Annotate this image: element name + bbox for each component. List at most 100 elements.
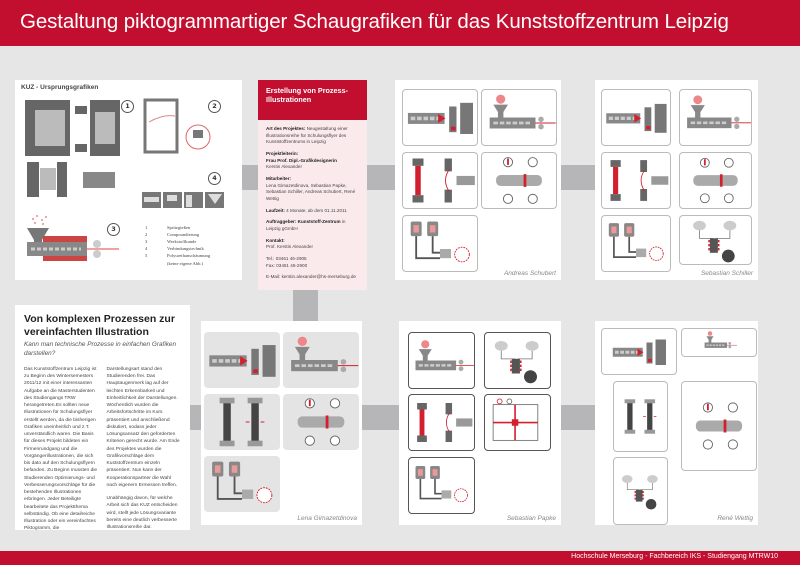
process-illustration (415, 340, 474, 372)
badge-1: 1 (121, 100, 134, 113)
author-signature: René Wettig (717, 515, 753, 522)
illustration-tile (204, 394, 280, 450)
process-illustration (492, 398, 539, 441)
process-illustration (415, 466, 468, 503)
process-illustration (612, 339, 666, 365)
process-illustration (695, 402, 743, 450)
badge-2: 2 (208, 100, 221, 113)
connector (293, 290, 318, 321)
illustration-tile (484, 394, 551, 451)
illustration-tile (283, 394, 359, 450)
intro-paragraph: Unabhängig davon, für welche Arbeit sich… (106, 496, 178, 531)
process-illustration (489, 94, 556, 130)
illustration-tile (681, 381, 757, 471)
page-title: Gestaltung piktogrammartiger Schaugrafik… (20, 10, 729, 33)
info-duration: Laufzeit: 4 Monate, ab dem 01.11.2011 (266, 207, 347, 213)
intro-subheading: Kann man technische Prozesse in einfache… (24, 341, 177, 357)
illustration-tile (408, 394, 475, 451)
author-signature: Andreas Schubert (503, 270, 556, 277)
panel-sebastian-schiller: Sebastian Schiller (595, 80, 758, 280)
illustration-tile (484, 332, 551, 389)
process-illustration (410, 221, 470, 263)
badge-3: 3 (107, 223, 120, 236)
connector (190, 405, 201, 430)
process-illustration (417, 403, 473, 442)
footer-text: Hochschule Merseburg - Fachbereich IKS -… (571, 553, 778, 560)
process-illustration (606, 103, 667, 133)
kuz-illustrations (25, 98, 224, 261)
intro-paragraph: Darstellungsart stand den Studierenden f… (106, 366, 180, 488)
illustration-tile (601, 152, 671, 209)
legend-item: (keine eigene Abb.) (167, 260, 204, 266)
panel-rene-wettig: René Wettig (595, 321, 758, 525)
illustration-tile (204, 456, 280, 512)
process-illustration (297, 398, 345, 446)
illustration-tile (481, 152, 557, 209)
kuz-title: KUZ - Ursprungsgrafiken (21, 84, 99, 91)
process-illustration (693, 220, 737, 263)
process-illustration (687, 95, 751, 130)
process-illustration (291, 336, 359, 373)
illustration-tile (613, 457, 668, 525)
author-signature: Lena Gimazetdinova (297, 515, 357, 522)
info-contact: Kontakt:Prof. Kerstin Alexander (266, 237, 313, 250)
connector (362, 405, 399, 430)
process-illustration (212, 461, 273, 504)
badge-4: 4 (208, 172, 221, 185)
panel-lena-gimazetdinova: Lena Gimazetdinova (201, 321, 362, 525)
footer-bar: Hochschule Merseburg - Fachbereich IKS -… (0, 551, 800, 565)
illustration-tile (408, 332, 475, 389)
process-illustration (693, 157, 738, 204)
panel-andreas-schubert: Andreas Schubert (395, 80, 561, 280)
illustration-tile (402, 215, 478, 272)
connector (367, 165, 395, 190)
illustration-tile (402, 152, 478, 209)
process-illustration (209, 345, 276, 377)
author-signature: Sebastian Schiller (700, 270, 753, 277)
connector (561, 165, 595, 190)
illustration-tile (681, 328, 757, 357)
project-info-box: Erstellung von Prozess-Illustrationen Ar… (258, 80, 367, 290)
illustration-tile (601, 215, 671, 272)
process-illustration (610, 160, 669, 201)
header-bar: Gestaltung piktogrammartiger Schaugrafik… (0, 0, 800, 46)
illustration-tile (204, 332, 280, 388)
process-illustration (219, 397, 265, 447)
process-illustration (624, 399, 657, 434)
illustration-tile (679, 215, 752, 265)
panel-sebastian-papke: Sebastian Papke (399, 321, 561, 525)
process-illustration (608, 223, 664, 261)
illustration-tile (408, 457, 475, 514)
info-client: Auftraggeber: Kunststoff-Zentrum in Leip… (266, 219, 346, 231)
process-illustration (496, 157, 542, 204)
intro-heading: Von komplexen Prozessen zur vereinfachte… (24, 313, 175, 338)
process-illustration (494, 341, 539, 384)
info-project-type: Art des Projektes: Neugestaltung einer I… (266, 126, 348, 145)
illustration-tile (283, 332, 359, 388)
illustration-tile (481, 89, 557, 146)
process-illustration (621, 475, 658, 510)
info-email[interactable]: E-Mail: kerstin.alexander@hs-merseburg.d… (266, 274, 356, 280)
process-illustration (704, 331, 737, 349)
illustration-tile (613, 381, 668, 452)
connector (242, 165, 258, 190)
illustration-tile (601, 89, 671, 146)
illustration-tile (679, 152, 752, 209)
info-title: Erstellung von Prozess-Illustrationen (258, 80, 367, 120)
intro-paragraph: Das Kunststoffzentrum Leipzig ist zu Beg… (24, 366, 98, 532)
process-illustration (412, 158, 475, 203)
connector (561, 405, 595, 430)
illustration-tile (679, 89, 752, 146)
info-project-lead: Projektleiterin:Frau Prof. Dipl.-Grafikd… (266, 150, 337, 170)
process-illustration (407, 102, 473, 134)
intro-text-panel: Von komplexen Prozessen zur vereinfachte… (15, 305, 190, 532)
illustration-tile (601, 328, 677, 375)
